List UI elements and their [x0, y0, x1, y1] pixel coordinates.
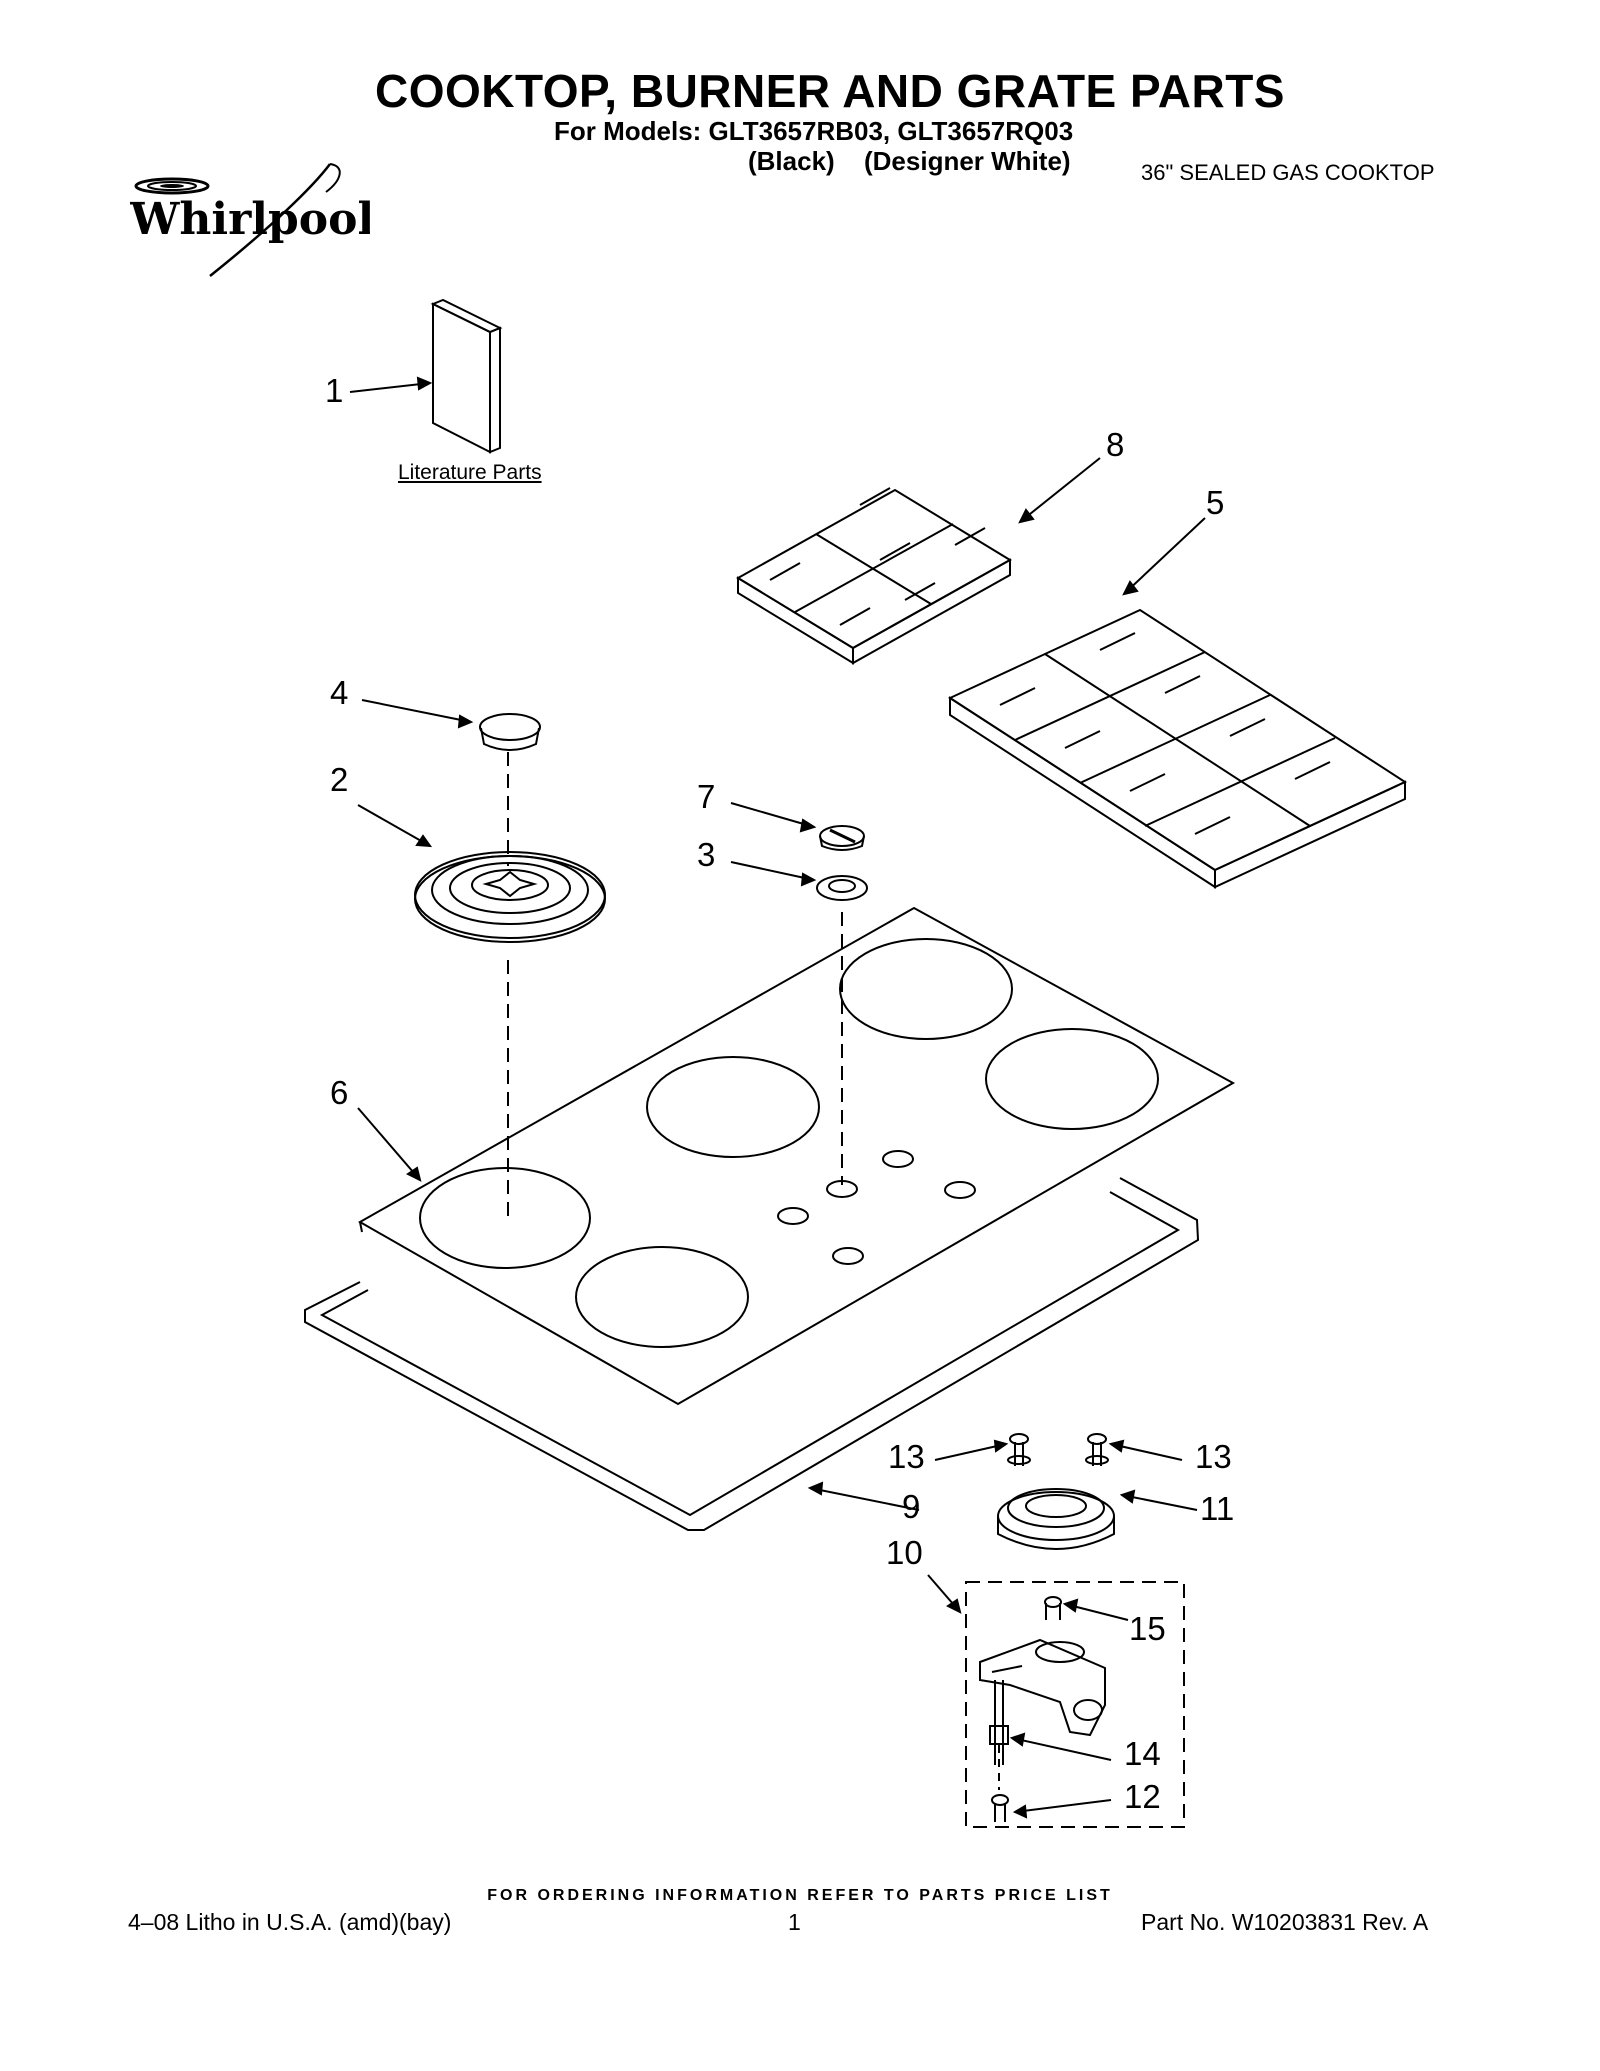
burner-valve-assembly — [979, 1638, 1106, 1765]
burner-base — [414, 851, 606, 943]
cooktop-type: 36" SEALED GAS COOKTOP — [1141, 160, 1435, 185]
callout-10: 10 — [886, 1534, 923, 1571]
callout-11: 11 — [1200, 1490, 1235, 1527]
ordering-info-note: FOR ORDERING INFORMATION REFER TO PARTS … — [487, 1887, 1113, 1904]
callout-13-left: 13 — [888, 1438, 925, 1475]
page-number: 1 — [788, 1909, 801, 1935]
variant-black: (Black) — [748, 146, 835, 176]
callout-13-right: 13 — [1195, 1438, 1232, 1475]
grate-small — [736, 487, 1012, 665]
callout-14: 14 — [1124, 1735, 1161, 1772]
callout-7: 7 — [697, 778, 716, 815]
callout-9: 9 — [902, 1488, 921, 1525]
variant-designer-white: (Designer White) — [864, 146, 1071, 176]
cooktop-glass — [357, 906, 1236, 1406]
callout-6: 6 — [330, 1074, 349, 1111]
screw-right — [1085, 1433, 1109, 1466]
whirlpool-logo: Whirlpool — [130, 163, 370, 277]
callout-15: 15 — [1129, 1610, 1166, 1647]
control-knob — [819, 825, 865, 851]
burner-base-small — [997, 1488, 1115, 1550]
svg-text:Whirlpool: Whirlpool — [130, 194, 370, 245]
knob-bezel — [816, 875, 868, 901]
literature-parts-label: Literature Parts — [398, 461, 542, 484]
model-numbers: For Models: GLT3657RB03, GLT3657RQ03 — [554, 116, 1074, 146]
litho-info: 4–08 Litho in U.S.A. (amd)(bay) — [128, 1909, 452, 1935]
callout-4: 4 — [330, 674, 349, 711]
grate-large — [947, 608, 1408, 889]
cooktop-gasket — [304, 1177, 1200, 1531]
callout-8: 8 — [1106, 426, 1125, 463]
callout-1: 1 — [325, 372, 344, 409]
callout-12: 12 — [1124, 1778, 1161, 1815]
burner-cap — [479, 713, 541, 751]
callout-2: 2 — [330, 761, 349, 798]
screw-left — [1007, 1433, 1031, 1466]
page-title: COOKTOP, BURNER AND GRATE PARTS — [374, 65, 1285, 117]
burner-orifice — [1044, 1596, 1062, 1620]
valve-screw — [991, 1794, 1009, 1822]
literature-booklet — [430, 298, 503, 454]
callout-3: 3 — [697, 836, 716, 873]
part-number: Part No. W10203831 Rev. A — [1141, 1909, 1429, 1935]
callout-5: 5 — [1206, 484, 1225, 521]
